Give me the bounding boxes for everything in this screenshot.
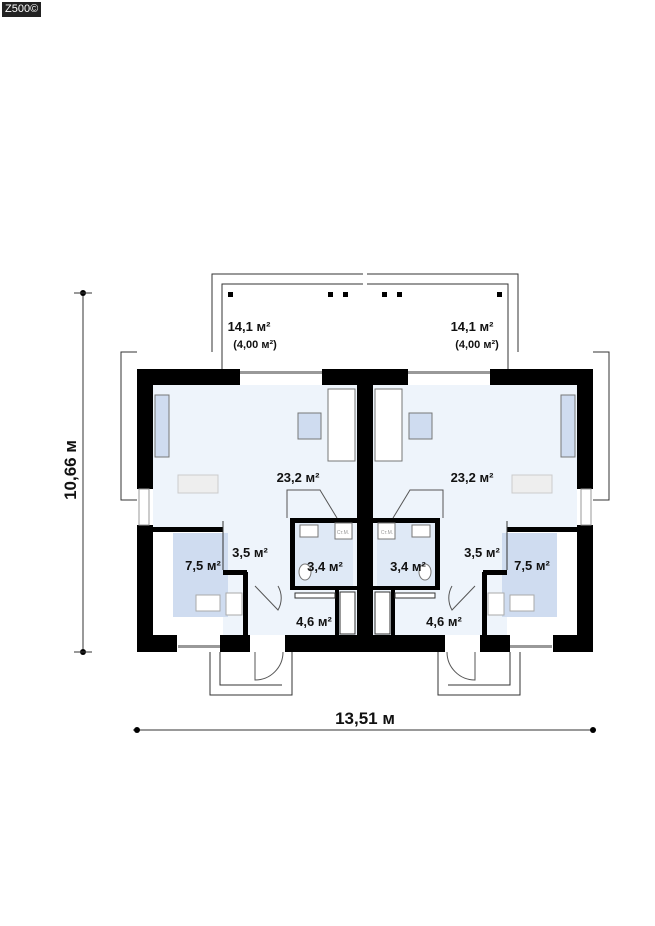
bathroom-area-right: 3,4 м² [390,559,426,574]
fixture-label-left: Ст.М. [337,530,349,536]
logo: Z500© [2,2,42,17]
terrace-sub-right: (4,00 м²) [455,339,499,351]
kitchen-area-left: 7,5 м² [185,558,221,573]
vestibule-area-left: 4,6 м² [296,614,332,629]
left-unit [120,273,366,696]
bathroom-area-left: 3,4 м² [307,559,343,574]
terrace-area-right: 14,1 м² [451,319,495,334]
living-area-left: 23,2 м² [277,470,321,485]
terrace-area-left: 14,1 м² [228,319,272,334]
kitchen-area-right: 7,5 м² [514,558,550,573]
living-area-right: 23,2 м² [451,470,495,485]
width-dimension: 13,51 м [133,709,596,733]
hall-area-left: 3,5 м² [232,545,268,560]
hall-area-right: 3,5 м² [464,545,500,560]
vestibule-area-right: 4,6 м² [426,614,462,629]
width-label: 13,51 м [335,709,395,728]
height-label: 10,66 м [61,440,80,500]
height-dimension: 10,66 м [61,290,92,655]
fixture-label-right: Ст.М. [381,530,393,536]
terrace-sub-left: (4,00 м²) [233,339,277,351]
